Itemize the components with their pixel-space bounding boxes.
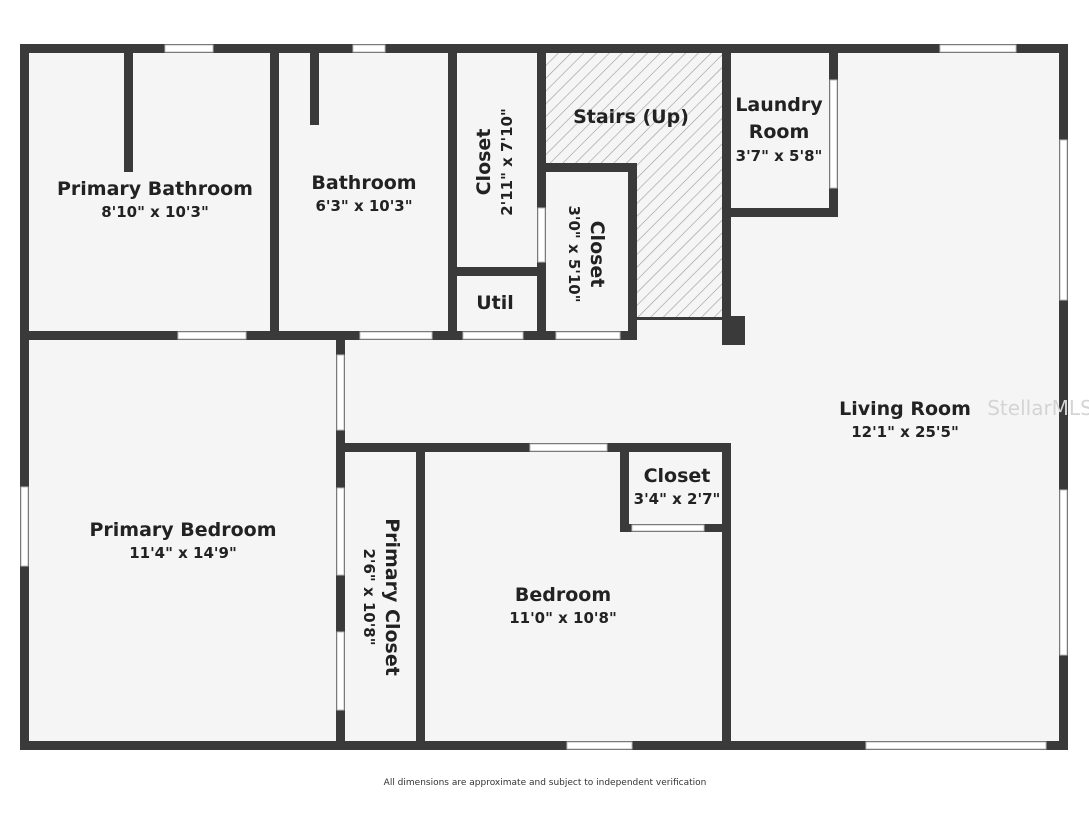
door <box>177 331 247 340</box>
room-dims: 6'3" x 10'3" <box>315 197 412 215</box>
door <box>462 331 524 340</box>
door <box>537 207 546 263</box>
room-dims: 3'7" x 5'8" <box>736 147 823 165</box>
window <box>1059 139 1068 301</box>
room-dims: 8'10" x 10'3" <box>101 203 209 221</box>
room-dims: 12'1" x 25'5" <box>851 423 959 441</box>
window <box>1059 489 1068 656</box>
room-dims: 2'6" x 10'8" <box>360 548 378 645</box>
room-dims: 11'4" x 14'9" <box>129 544 237 562</box>
door <box>359 331 433 340</box>
window <box>164 44 214 53</box>
door <box>336 354 345 431</box>
room-name: Living Room <box>839 398 971 420</box>
room-name: Closet <box>586 221 608 288</box>
watermark: StellarMLS <box>987 396 1089 420</box>
stairs-hatch <box>546 53 722 320</box>
room-name: Primary Closet <box>381 518 403 676</box>
window <box>20 486 29 567</box>
door <box>529 443 608 452</box>
room-name: Closet <box>473 129 495 196</box>
room-name: Closet <box>644 465 711 487</box>
openings <box>20 44 1068 750</box>
room-dims: 3'4" x 2'7" <box>634 490 721 508</box>
room-name: Stairs (Up) <box>573 106 689 128</box>
room-name: Laundry <box>735 94 823 116</box>
room-name: Primary Bedroom <box>89 519 276 541</box>
door <box>829 79 838 189</box>
room-dims: 2'11" x 7'10" <box>498 108 516 216</box>
room-name: Util <box>476 292 514 314</box>
room-dims: 11'0" x 10'8" <box>509 609 617 627</box>
window <box>865 741 1047 750</box>
room-name: Room <box>749 121 810 143</box>
room-labels: Primary Bathroom 8'10" x 10'3" Bathroom … <box>57 94 971 676</box>
room-name: Primary Bathroom <box>57 178 253 200</box>
room-name: Bathroom <box>311 172 416 194</box>
door <box>336 631 345 711</box>
disclaimer: All dimensions are approximate and subje… <box>384 778 707 788</box>
door <box>631 524 705 532</box>
room-dims: 3'0" x 5'10" <box>565 205 583 302</box>
window <box>939 44 1017 53</box>
window <box>352 44 386 53</box>
room-name: Bedroom <box>515 584 611 606</box>
door <box>336 487 345 576</box>
window <box>566 741 633 750</box>
door <box>555 331 621 340</box>
